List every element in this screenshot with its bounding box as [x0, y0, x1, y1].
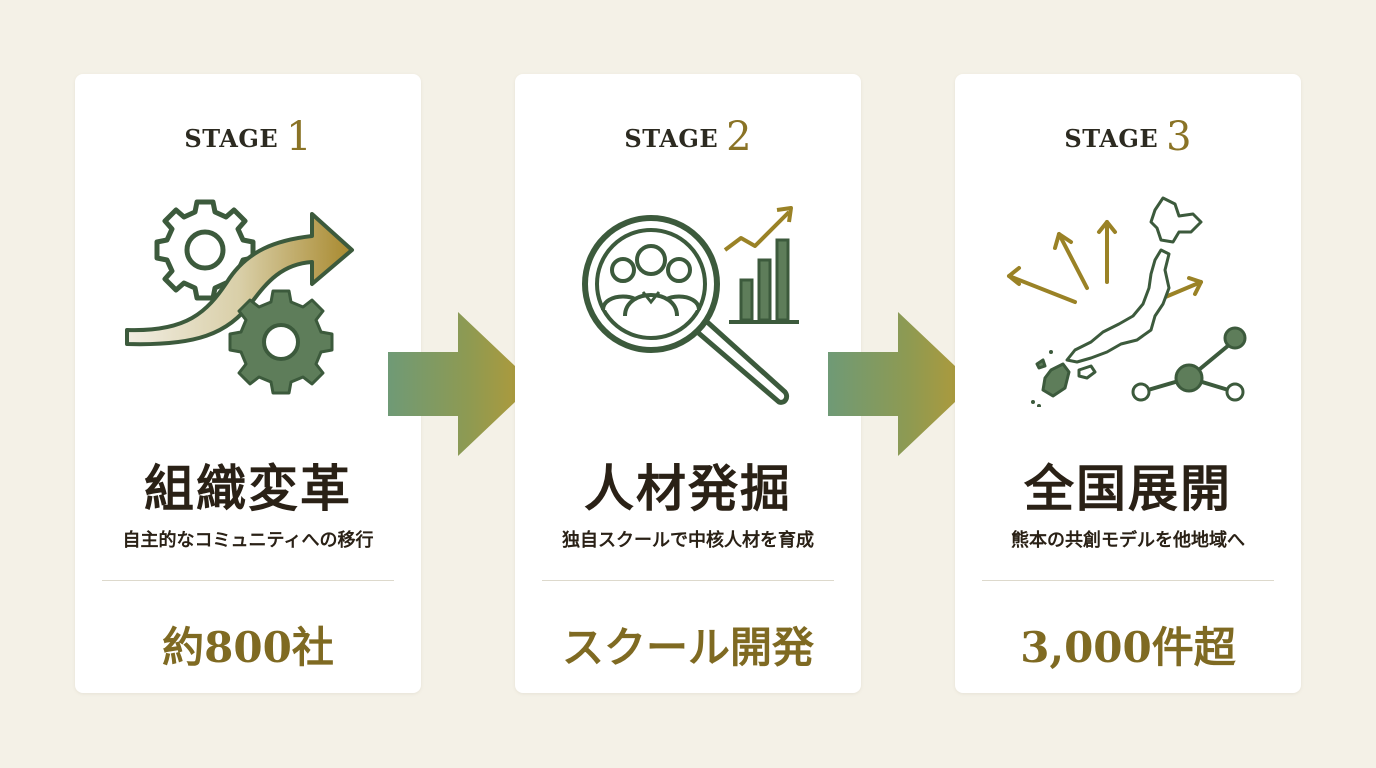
divider [542, 580, 834, 581]
japan-map-expansion-icon [1007, 196, 1247, 407]
stage-subtitle: 自主的なコミュニティへの移行 [122, 530, 374, 551]
stage-number: 1 [286, 114, 312, 160]
stage-subtitle: 熊本の共創モデルを他地域へ [1011, 530, 1245, 551]
stage-word: STAGE [184, 124, 279, 153]
stage-stat: 3,000件超 [1020, 623, 1236, 672]
right-arrow-icon [388, 312, 534, 456]
stage-title: 人材発掘 [584, 459, 792, 518]
stage-word: STAGE [624, 124, 719, 153]
stage-title: 全国展開 [1024, 459, 1232, 518]
stage-stat: 約800社 [162, 623, 334, 672]
talent-search-icon [582, 206, 799, 405]
right-arrow-icon [828, 312, 974, 456]
stage-number: 3 [1166, 114, 1192, 160]
stage-subtitle: 独自スクールで中核人材を育成 [562, 530, 814, 551]
stage-number: 2 [726, 114, 752, 160]
divider [982, 580, 1274, 581]
stage-word: STAGE [1064, 124, 1159, 153]
gears-arrow-icon [125, 199, 354, 395]
divider [102, 580, 394, 581]
stage-title: 組織変革 [144, 459, 352, 518]
stage-stat: スクール開発 [561, 623, 814, 672]
